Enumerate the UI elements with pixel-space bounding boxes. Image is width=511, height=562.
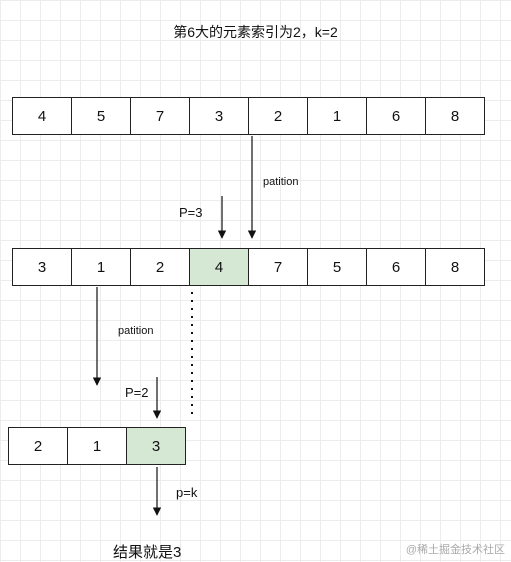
row2-pivot-cell: 4: [189, 248, 249, 286]
row2-cell: 2: [130, 248, 190, 286]
partition-label-1: patition: [263, 176, 299, 188]
row2-cell: 3: [12, 248, 72, 286]
row1-cell: 3: [189, 97, 249, 135]
row3-pivot-cell: 3: [126, 427, 186, 465]
pivot-label-pk: p=k: [176, 485, 198, 500]
row2-cell: 5: [307, 248, 367, 286]
row3-cell: 2: [8, 427, 68, 465]
pivot-label-p2: P=2: [125, 385, 149, 400]
diagram-title: 第6大的元素索引为2，k=2: [173, 24, 338, 40]
row2-cell: 8: [425, 248, 485, 286]
pivot-label-p3: P=3: [179, 205, 203, 220]
array-row-3: 2 1 3: [8, 427, 186, 465]
row1-cell: 1: [307, 97, 367, 135]
result-text: 结果就是3: [113, 544, 182, 561]
row2-cell: 6: [366, 248, 426, 286]
watermark: @稀土掘金技术社区: [405, 544, 505, 556]
row1-cell: 2: [248, 97, 308, 135]
array-row-1: 4 5 7 3 2 1 6 8: [12, 97, 485, 135]
row1-cell: 7: [130, 97, 190, 135]
row1-cell: 6: [366, 97, 426, 135]
array-row-2: 3 1 2 4 7 5 6 8: [12, 248, 485, 286]
row3-cell: 1: [67, 427, 127, 465]
partition-label-2: patition: [118, 325, 154, 337]
row2-cell: 1: [71, 248, 131, 286]
row1-cell: 8: [425, 97, 485, 135]
